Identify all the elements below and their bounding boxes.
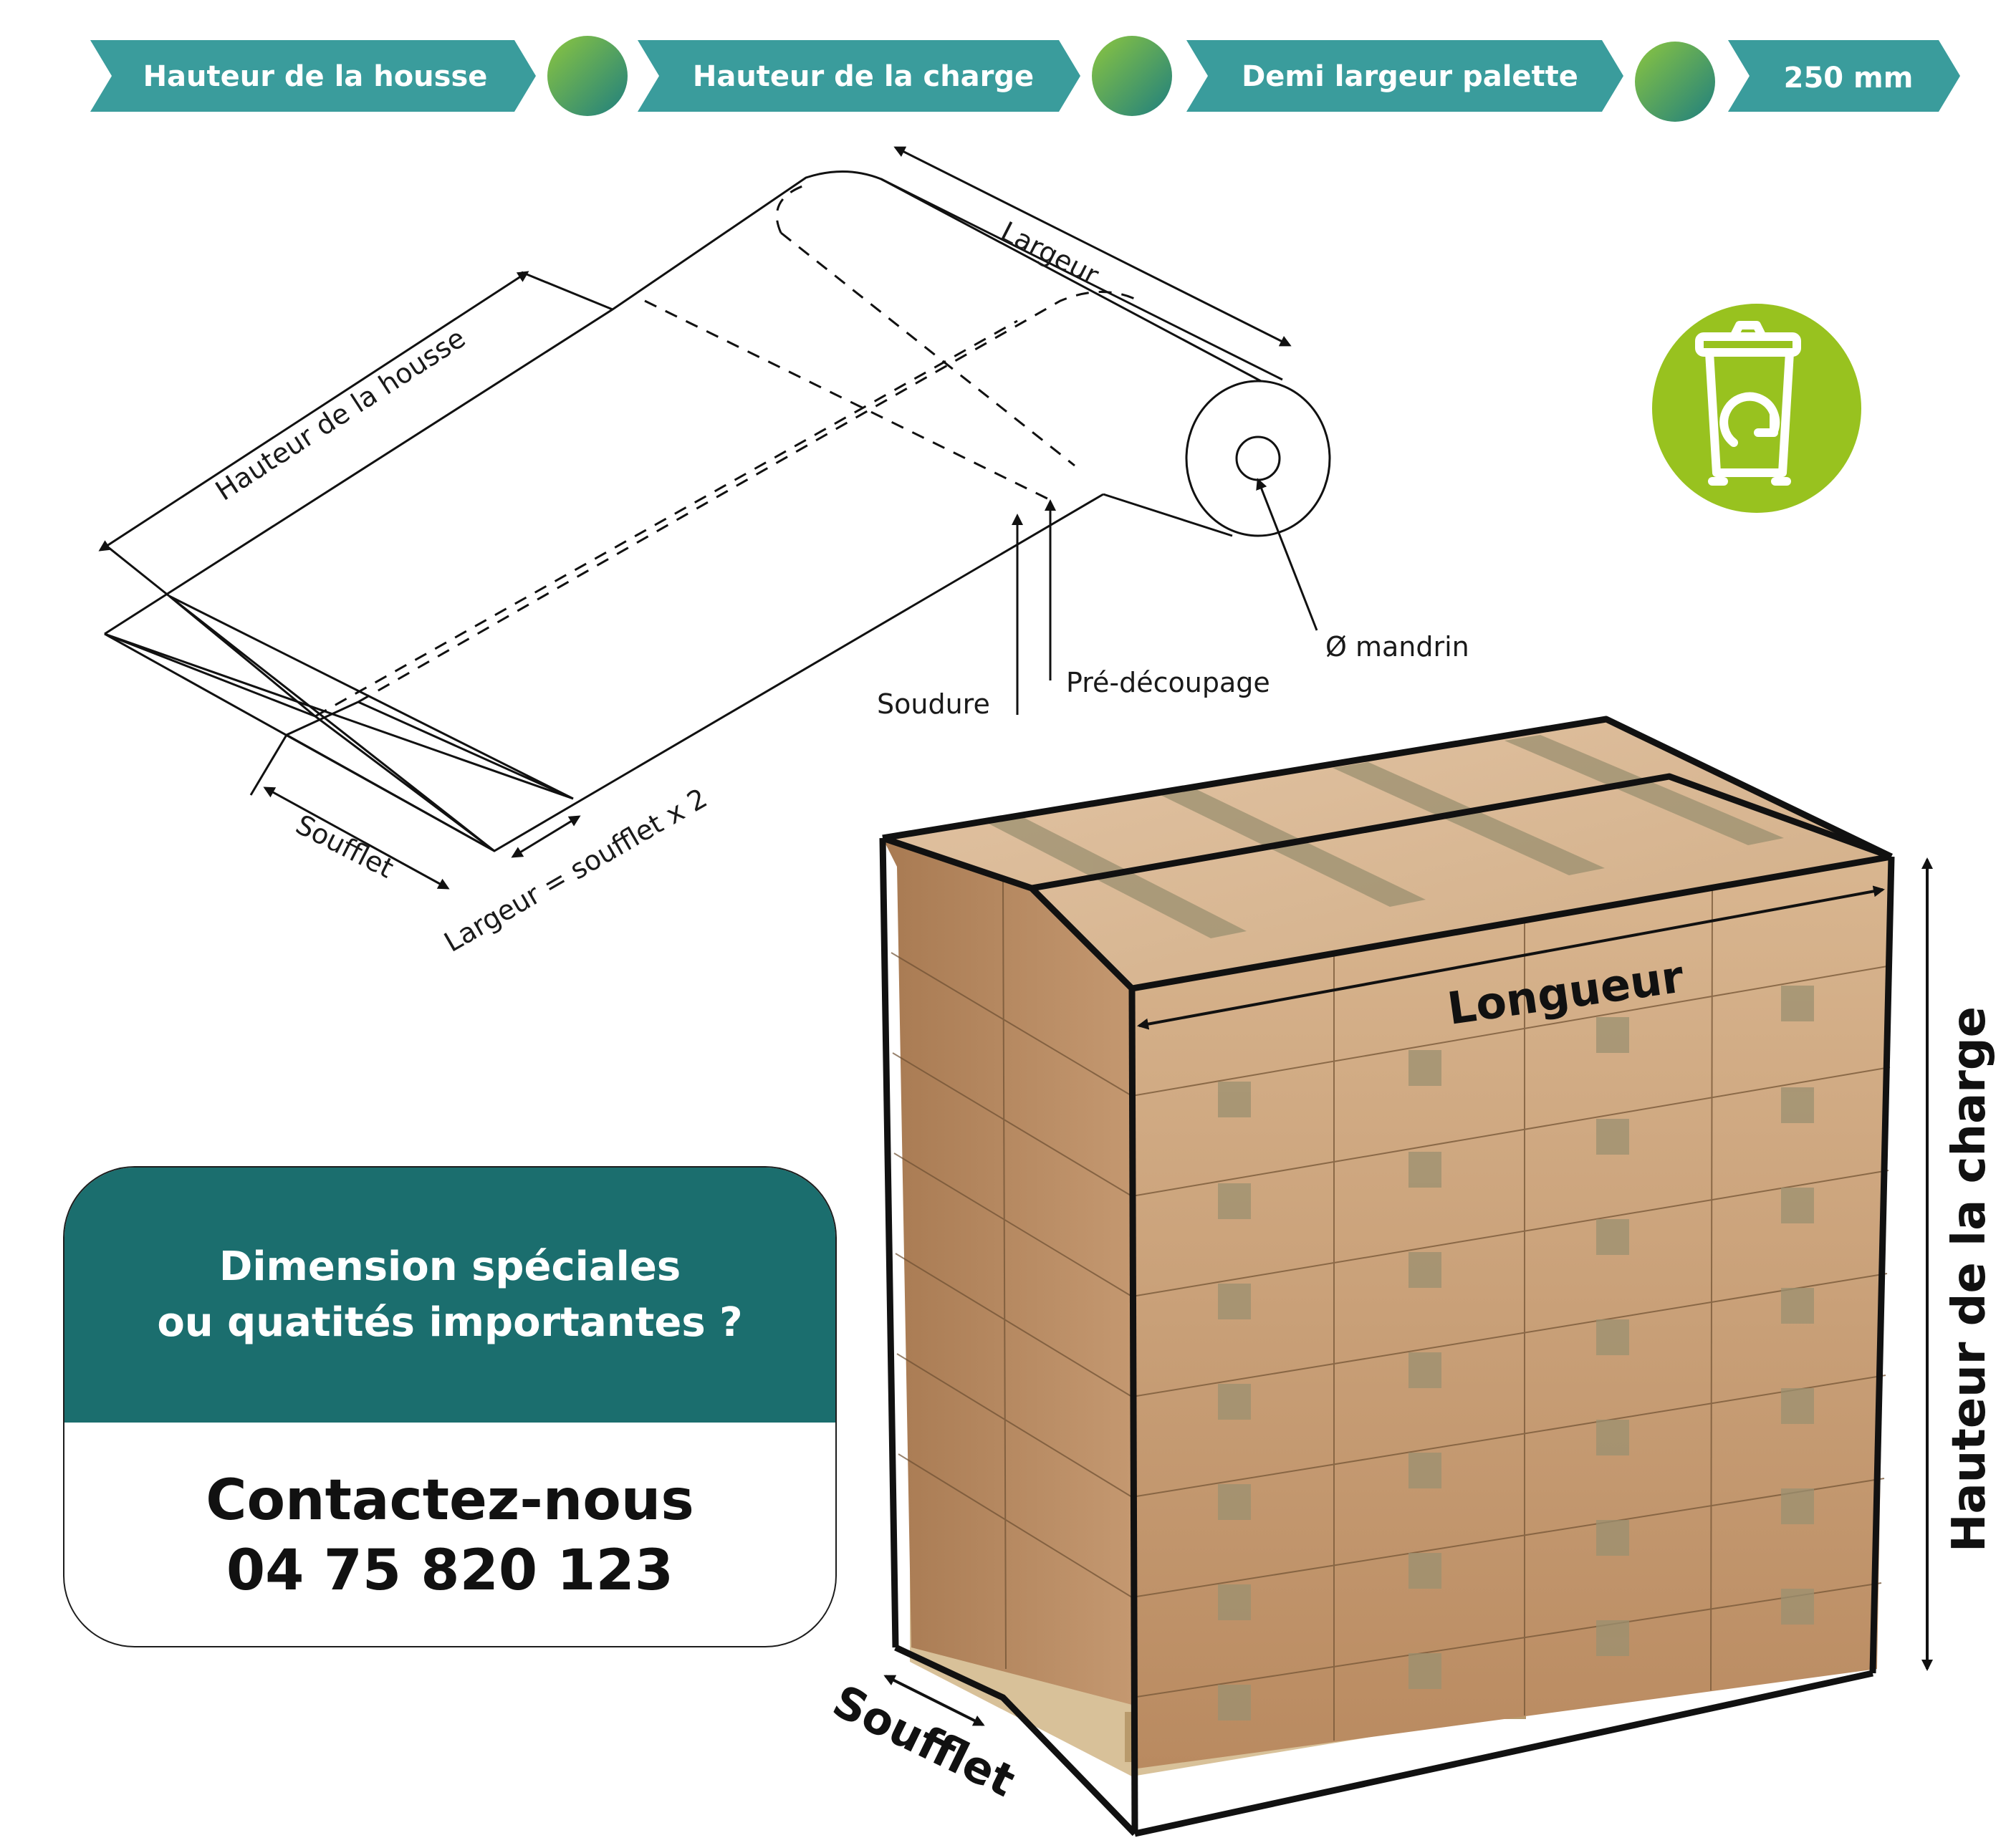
load-front-face <box>1132 857 1891 1769</box>
contact-question-line-1: Dimension spéciales <box>219 1243 681 1290</box>
contact-phone[interactable]: 04 75 820 123 <box>226 1539 674 1603</box>
breadcrumb-dot-3 <box>1635 42 1715 122</box>
contact-details[interactable]: Contactez-nous 04 75 820 123 <box>64 1423 835 1646</box>
side-box-grid <box>891 880 1133 1670</box>
longueur-dimension-line <box>1137 885 1885 1030</box>
pallet-diagram: Longueur Hauteur de la charge Soufflet <box>825 716 1996 1837</box>
roll-bottom-line <box>1103 493 1233 537</box>
soufflet-tick-left <box>249 734 288 796</box>
soufflet-pallet-dimension-line <box>883 1675 985 1726</box>
soufflet-dimension-line <box>263 786 450 890</box>
load-side-face <box>883 838 1132 1705</box>
largeur-dimension-line <box>893 146 1292 347</box>
contact-cta[interactable]: Contactez-nous <box>206 1468 694 1533</box>
cover-sheet-lower-edge <box>104 632 574 800</box>
mandrin-label: Ø mandrin <box>1325 631 1469 663</box>
soufflet-label: Soufflet <box>291 809 398 885</box>
roll-end <box>1185 380 1331 537</box>
breadcrumb-step-4: 250 mm <box>1728 40 1960 112</box>
breadcrumb-step-2: Hauteur de la charge <box>638 40 1080 112</box>
contact-card[interactable]: Dimension spéciales ou quatités importan… <box>63 1166 837 1647</box>
inner-dashed-folds <box>315 185 1140 718</box>
contact-question-line-2: ou quatités importantes ? <box>157 1299 743 1346</box>
recycle-badge <box>1652 304 1861 513</box>
breadcrumb-step-3: Demi largeur palette <box>1186 40 1623 112</box>
cover-sheet-outline <box>104 170 1283 635</box>
breadcrumb-step-4-label: 250 mm <box>1784 62 1914 95</box>
roll-core <box>1235 435 1281 481</box>
largeur-formula-dimension-line <box>511 815 581 858</box>
predecoupage-label: Pré-découpage <box>1066 667 1270 698</box>
largeur-label: Largeur <box>996 216 1104 292</box>
breadcrumb-dot-2 <box>1092 36 1172 116</box>
breadcrumb-step-2-label: Hauteur de la charge <box>693 60 1034 93</box>
breadcrumb-dot-1 <box>547 36 628 116</box>
largeur-formula-label: Largeur = soufflet x 2 <box>439 782 713 958</box>
recycle-bin-icon <box>1695 321 1801 486</box>
gusset-fold-lines <box>104 595 574 852</box>
hauteur-housse-dimension-line <box>98 271 529 552</box>
hauteur-charge-label: Hauteur de la charge <box>1943 1006 1996 1552</box>
breadcrumb: Hauteur de la housse Hauteur de la charg… <box>90 36 1960 122</box>
breadcrumb-step-1-label: Hauteur de la housse <box>143 60 488 93</box>
hauteur-housse-tick-right <box>521 271 613 311</box>
cover-sheet-edge-bottom <box>104 493 1104 852</box>
breadcrumb-step-1: Hauteur de la housse <box>90 40 536 112</box>
mandrin-pointer <box>1256 478 1318 631</box>
soudure-label: Soudure <box>877 688 990 720</box>
hauteur-housse-label: Hauteur de la housse <box>210 322 471 507</box>
cover-outline <box>879 716 1895 1837</box>
breadcrumb-step-3-label: Demi largeur palette <box>1242 60 1578 93</box>
contact-question-banner: Dimension spéciales ou quatités importan… <box>64 1168 835 1423</box>
hauteur-housse-tick-left <box>104 543 170 597</box>
roll-diagram <box>98 146 1331 890</box>
